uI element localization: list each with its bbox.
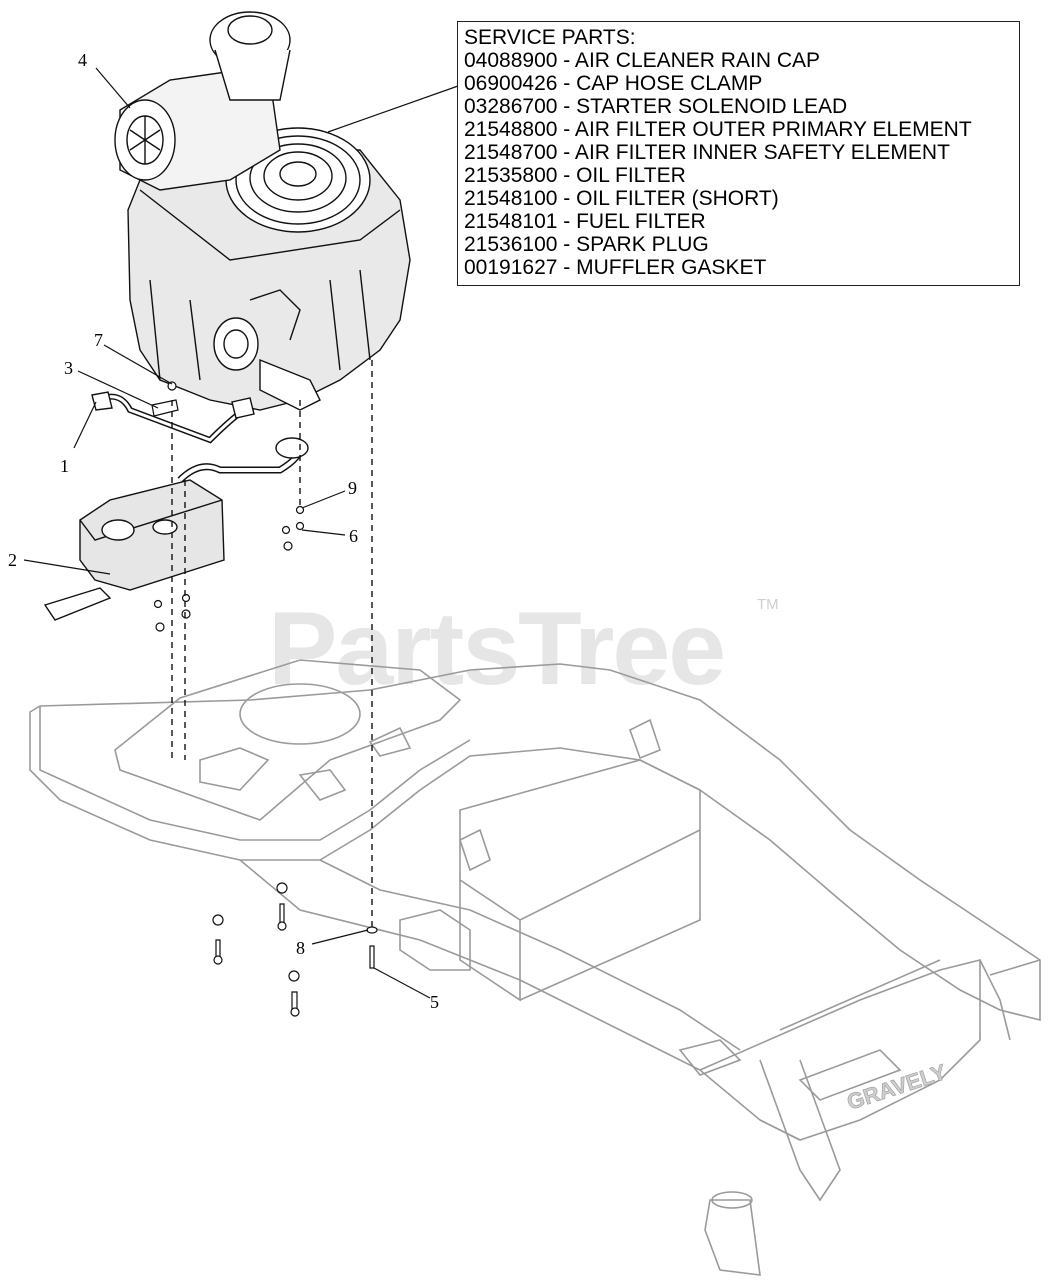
legend-item: 21548100 - OIL FILTER (SHORT): [464, 187, 779, 210]
service-parts-legend: SERVICE PARTS: 04088900 - AIR CLEANER RA…: [457, 21, 1020, 286]
watermark-trademark: TM: [757, 596, 779, 613]
callout-5: 5: [430, 992, 439, 1012]
legend-item: 06900426 - CAP HOSE CLAMP: [464, 72, 763, 95]
legend-item: 00191627 - MUFFLER GASKET: [464, 256, 767, 279]
legend-item: 21548101 - FUEL FILTER: [464, 210, 706, 233]
engine-assembly: [114, 11, 411, 411]
hardware: [151, 381, 378, 1017]
callout-8: 8: [296, 938, 305, 958]
watermark: PartsTree: [268, 591, 726, 707]
alignment-lines: [171, 360, 373, 930]
fuel-exhaust-parts: [43, 391, 309, 621]
callout-3: 3: [64, 358, 73, 378]
callout-9: 9: [348, 478, 357, 498]
mower-frame: [29, 659, 1041, 1276]
legend-item: 03286700 - STARTER SOLENOID LEAD: [464, 95, 848, 118]
legend-item: 21535800 - OIL FILTER: [464, 164, 686, 187]
callout-6: 6: [349, 526, 358, 546]
legend-item: 21548800 - AIR FILTER OUTER PRIMARY ELEM…: [464, 118, 972, 141]
callout-7: 7: [94, 330, 103, 350]
callout-4: 4: [78, 50, 87, 70]
callout-2: 2: [8, 550, 17, 570]
legend-item: 21548700 - AIR FILTER INNER SAFETY ELEME…: [464, 141, 950, 164]
legend-item: 04088900 - AIR CLEANER RAIN CAP: [464, 49, 820, 72]
legend-title: SERVICE PARTS:: [464, 26, 636, 49]
leader-lines: [23, 67, 459, 999]
callout-1: 1: [60, 456, 69, 476]
legend-item: 21536100 - SPARK PLUG: [464, 233, 709, 256]
